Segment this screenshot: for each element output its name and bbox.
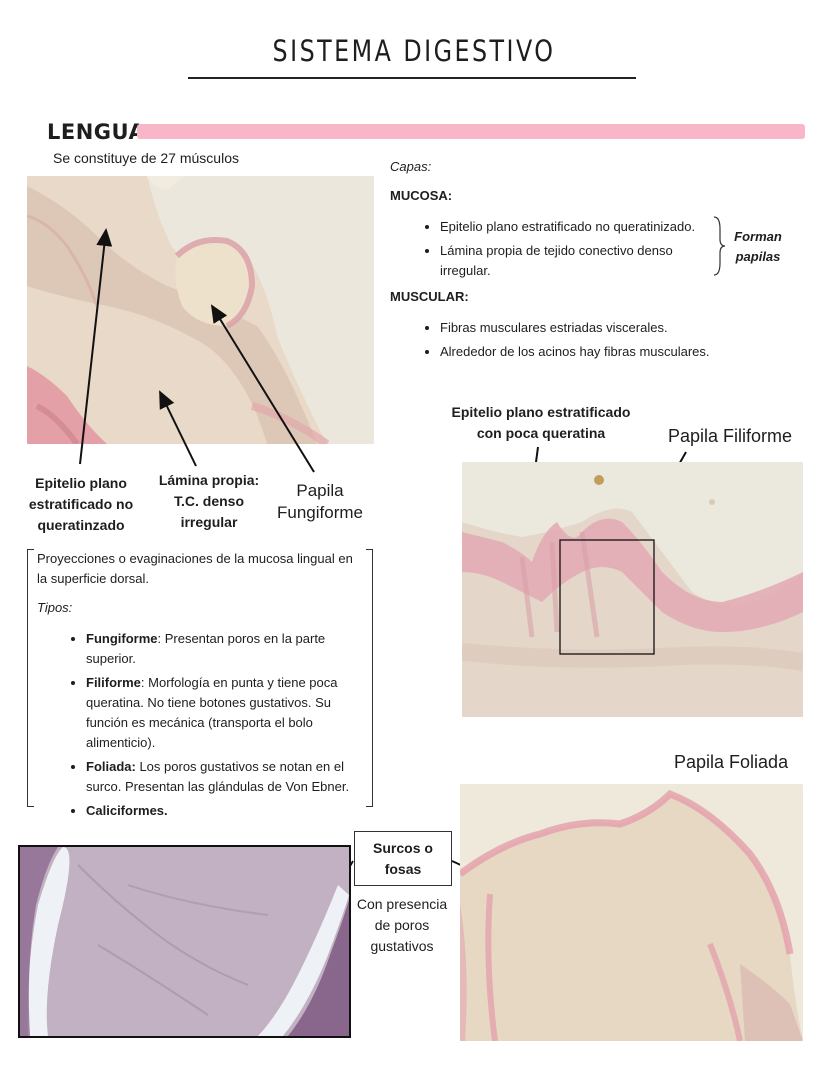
title-underline [188,77,636,79]
tipo-text: Los poros gustativos se notan en el surc… [86,759,350,794]
tipo-name: Caliciformes. [86,803,168,818]
box-bracket-left [27,549,34,807]
mucosa-item: Epitelio plano estratificado no queratin… [440,217,718,237]
mucosa-brace [713,216,726,276]
page-title: SISTEMA DIGESTIVO [272,34,556,68]
tipo-item: Fungiforme: Presentan poros en la parte … [86,629,360,669]
papilas-description: Proyecciones o evaginaciones de la mucos… [37,551,353,586]
muscular-item: Fibras musculares estriadas viscerales. [440,318,758,338]
muscular-item: Alrededor de los acinos hay fibras muscu… [440,342,758,362]
mucosa-item: Lámina propia de tejido conectivo denso … [440,241,718,281]
mucosa-title: MUCOSA: [390,188,453,203]
muscular-title: MUSCULAR: [390,289,469,304]
box-bracket-right [366,549,373,807]
muscular-list: Fibras musculares estriadas viscerales. … [418,318,758,366]
section-heading: LENGUA [47,120,146,144]
label-papila-fungiforme: Papila Fungiforme [277,481,363,522]
tipo-text: : Presentan poros en la parte superior. [86,631,326,666]
tipo-item: Caliciformes. [86,801,360,821]
label-epitelio-poca-queratina: Epitelio plano estratificado con poca qu… [451,404,631,441]
surcos-label-box [354,831,452,886]
tipo-item: Filiforme: Morfología en punta y tiene p… [86,673,360,753]
foliate-he-micrograph [18,845,351,1038]
forman-papilas-note: Forman papilas [734,229,782,264]
intro-text: Se constituye de 27 músculos [53,150,239,166]
tipo-item: Foliada: Los poros gustativos se notan e… [86,757,360,797]
tipo-name: Fungiforme [86,631,158,646]
foliate-micrograph [460,784,803,1041]
tipo-name: Filiforme [86,675,141,690]
label-poros-gustativos: Con presencia de poros gustativos [356,896,448,954]
label-papila-filiforme: Papila Filiforme [668,426,793,446]
fungiform-micrograph [27,176,374,444]
label-papila-foliada: Papila Foliada [674,752,789,772]
tipos-list: Fungiforme: Presentan poros en la parte … [64,629,360,825]
section-highlight-bar [137,124,805,139]
label-surcos: Surcos o fosas [373,840,433,877]
filiform-micrograph [462,462,803,717]
label-epitelio-no-queratinizado: Epitelio plano estratificado no queratin… [28,475,134,533]
tipos-heading: Tipos: [37,600,73,615]
tipo-text: : Morfología en punta y tiene poca quera… [86,675,338,750]
capas-heading: Capas: [390,159,432,174]
mucosa-list: Epitelio plano estratificado no queratin… [418,217,718,285]
label-lamina-propia: Lámina propia: T.C. denso irregular [158,472,260,530]
tipo-name: Foliada: [86,759,136,774]
